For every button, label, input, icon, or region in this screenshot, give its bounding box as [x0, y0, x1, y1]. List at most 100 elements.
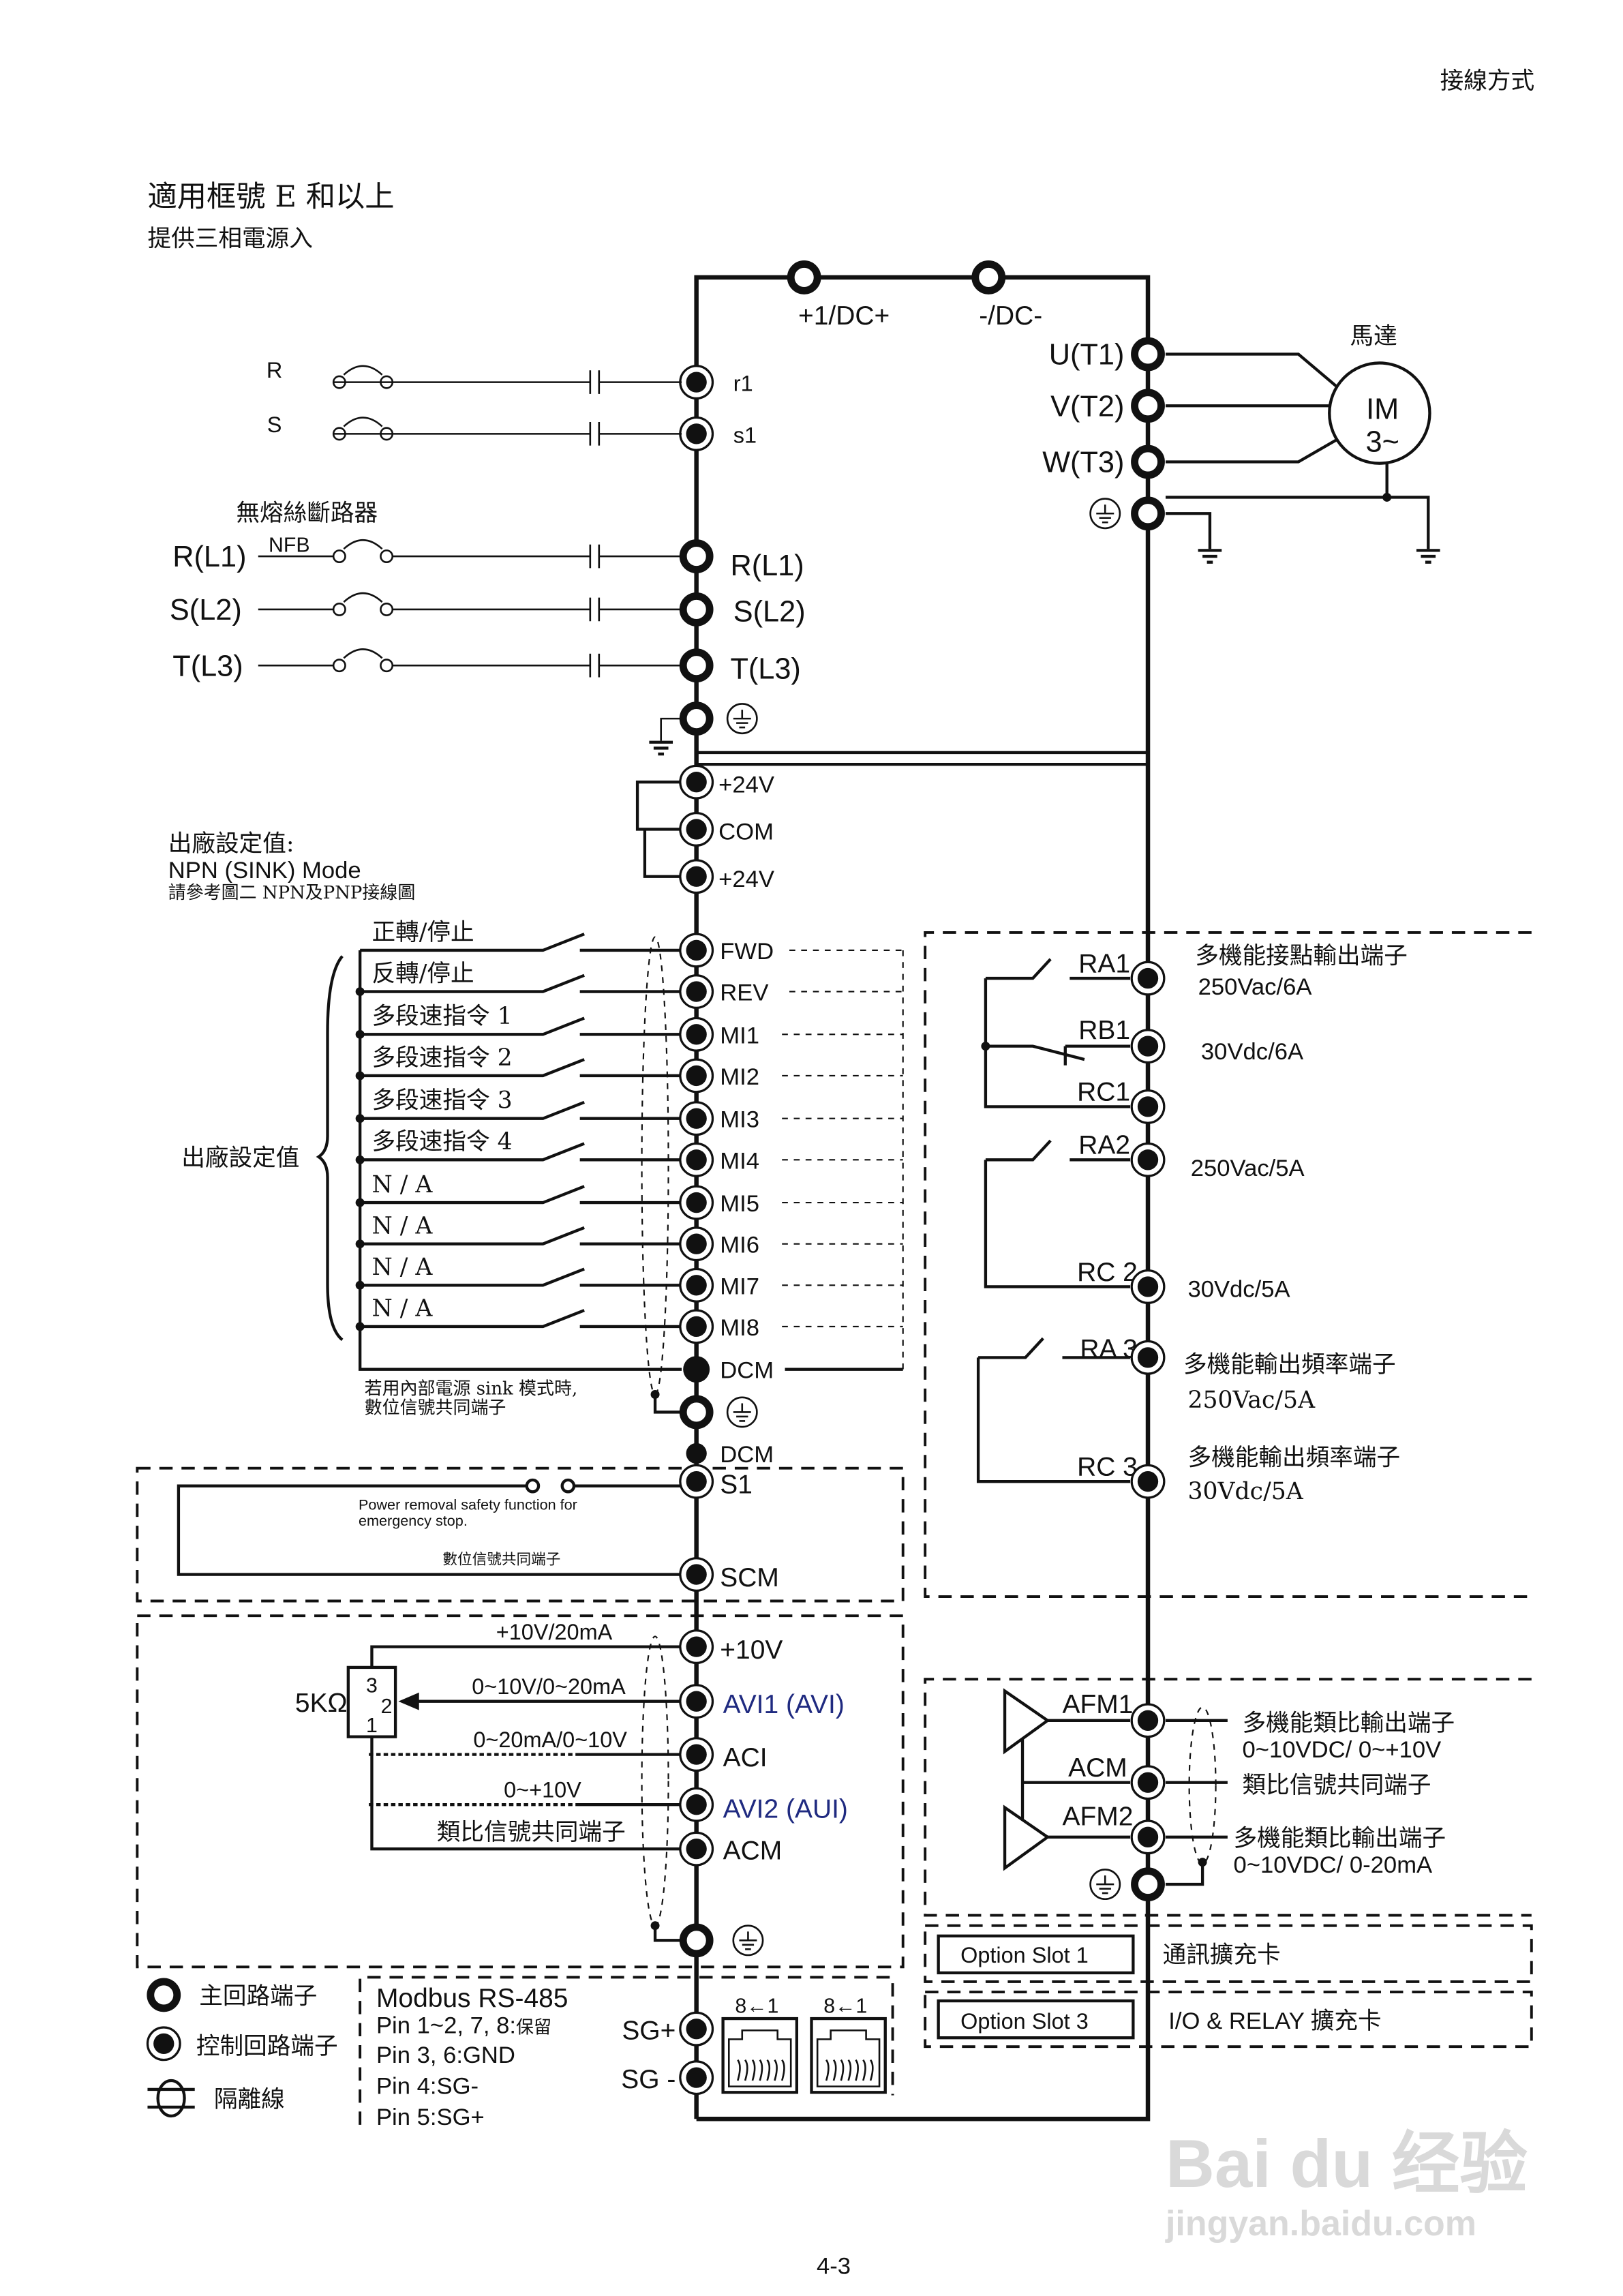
terminal-label-mi4: MI4: [720, 1148, 759, 1174]
terminal-label-rb1: RB1: [1078, 1016, 1130, 1045]
relay-box: [924, 931, 1532, 1598]
motor-symbol: [1328, 361, 1431, 465]
terminal-label-sgp: SG+: [622, 2016, 676, 2045]
control-terminal-dot: [686, 372, 707, 393]
terminal-label-mi3: MI3: [720, 1107, 759, 1133]
control-terminal-dot: [686, 866, 707, 887]
control-terminal-dot: [1137, 1276, 1159, 1297]
control-terminal-dot: [686, 1316, 707, 1338]
junction-dot: [355, 1198, 365, 1207]
pot-pin-1: 1: [366, 1715, 378, 1737]
earth-ground-icon-glyph: [739, 1931, 757, 1950]
acm-desc: 類比信號共同端子: [1243, 1772, 1431, 1799]
terminal-label-afm1: AFM1: [1062, 1690, 1133, 1719]
breaker-contact: [380, 549, 394, 563]
modbus-pin-sgp: Pin 5:SG+: [376, 2104, 485, 2130]
terminal-label-aci: ACI: [723, 1743, 768, 1772]
control-terminal-dot: [686, 1233, 707, 1254]
junction-dot: [355, 1322, 365, 1331]
option-slot-1-desc: 通訊擴充卡: [1163, 1942, 1281, 1969]
breaker-label: 無熔絲斷路器: [236, 500, 378, 527]
junction-dot: [1198, 1858, 1207, 1867]
breaker-contact: [332, 659, 346, 673]
input-switch: [360, 1185, 682, 1205]
control-terminal-dot: [1137, 1710, 1159, 1731]
switch-label: 多段速指令 2: [371, 1044, 512, 1072]
breaker-contact: [380, 602, 394, 616]
switch-label: 多段速指令 4: [371, 1128, 512, 1155]
terminal-label-rc3: RC 3: [1077, 1453, 1138, 1482]
wiper-arrow-icon: [398, 1692, 419, 1710]
motor-label: 馬達: [1350, 322, 1397, 350]
control-terminal-dot: [686, 2019, 707, 2040]
modbus-pin-sgm: Pin 4:SG-: [376, 2073, 479, 2099]
breaker-contact: [332, 602, 346, 616]
afm1-title: 多機能類比輸出端子: [1243, 1710, 1455, 1737]
label-r1: r1: [733, 372, 753, 396]
junction-dot: [650, 1389, 660, 1399]
input-breaker-line: [258, 539, 682, 569]
terminal-label-sgm: SG -: [621, 2065, 676, 2094]
input-breaker-line: [258, 592, 682, 622]
earth-ground-icon-glyph: [733, 710, 751, 729]
option-slot-3: [937, 1999, 1135, 2040]
control-terminal-dot: [686, 772, 707, 793]
terminal-label-afm2: AFM2: [1062, 1802, 1133, 1832]
option-slot-1-label: Option Slot 1: [960, 1943, 1089, 1967]
earth-ground-icon-glyph: [1096, 1875, 1114, 1894]
main-terminal-r: [679, 539, 714, 573]
relay3-title-b: 多機能輸出頻率端子: [1187, 1444, 1400, 1471]
switch-label: N / A: [371, 1213, 433, 1240]
terminal-label-ra3: RA 3: [1080, 1334, 1137, 1363]
junction-dot: [355, 1071, 365, 1081]
label-s-input: S: [267, 412, 282, 437]
section-header: 接線方式: [1440, 67, 1535, 95]
junction-dot: [355, 1029, 365, 1039]
signal-acm: 類比信號共同端子: [437, 1819, 626, 1846]
relay3-ac: 250Vac/5A: [1187, 1387, 1316, 1414]
afm2-title: 多機能類比輸出端子: [1234, 1825, 1446, 1852]
terminal-label-avi2: AVI2 (AUI): [723, 1795, 848, 1824]
watermark-brand: Bai du 经验: [1166, 2126, 1528, 2202]
terminal-label-com: COM: [718, 819, 774, 845]
safety-wiring: [177, 1484, 682, 1576]
control-terminal-dot: [686, 423, 707, 444]
terminal-label-acm: ACM: [723, 1836, 783, 1865]
switch-label: 多段速指令 3: [371, 1087, 512, 1115]
input-line-s: S(L2): [170, 594, 242, 626]
input-switch: [360, 973, 682, 993]
control-terminal-dot: [686, 1794, 707, 1815]
control-terminal-dot: [1137, 1826, 1159, 1847]
earth-ground-icon: [1089, 498, 1121, 530]
legend-control-terminal: 控制回路端子: [196, 2033, 338, 2060]
ground-icon: [1198, 549, 1222, 564]
relay3-dc: 30Vdc/5A: [1187, 1478, 1303, 1505]
safety-switch-contact: [525, 1478, 541, 1494]
mode-note-1: 出廠設定值:: [168, 830, 294, 858]
control-terminal-dot: [1137, 1772, 1159, 1793]
input-breaker-line: [333, 417, 682, 446]
control-terminal-dot: [686, 2067, 707, 2088]
ground-icon: [1416, 549, 1440, 564]
terminal-label-mi7: MI7: [720, 1273, 759, 1299]
input-breaker-line: [258, 648, 682, 678]
main-terminal-ground: [679, 701, 714, 736]
afm2-range: 0~10VDC/ 0-20mA: [1234, 1852, 1433, 1878]
terminal-label-mi2: MI2: [720, 1064, 759, 1090]
label-dc-plus: +1/DC+: [798, 301, 890, 331]
switch-label: 多段速指令 1: [371, 1003, 512, 1030]
motor-phase: 3~: [1365, 425, 1399, 458]
input-switch: [360, 1100, 682, 1120]
switch-common-bus: [358, 950, 682, 1371]
control-terminal-dot: [686, 1024, 707, 1045]
legend-shield-ellipse: [156, 2079, 186, 2118]
main-terminal-t: [679, 648, 714, 683]
junction-dot: [355, 1114, 365, 1123]
control-terminal-dot: [686, 1471, 707, 1492]
terminal-label-s: S(L2): [733, 595, 806, 628]
input-switch: [360, 933, 682, 952]
switch-label: 正轉/停止: [371, 919, 474, 946]
brace: [316, 955, 344, 1342]
